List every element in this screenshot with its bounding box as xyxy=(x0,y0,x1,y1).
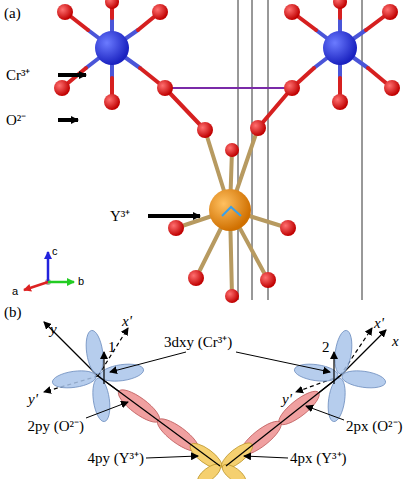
orbital-label: 4px (Y³⁺) xyxy=(290,451,347,466)
ion-label: Cr³⁺ xyxy=(6,68,31,83)
panel-letter: (b) xyxy=(4,305,22,320)
ion-label: Y³⁺ xyxy=(110,209,130,224)
axis-name: y xyxy=(50,322,57,337)
axis-letter: a xyxy=(12,286,18,297)
axis-name: x' xyxy=(122,314,132,329)
ion-label: O²⁻ xyxy=(6,113,26,128)
axis-name: y' xyxy=(282,392,292,407)
panel-letter: (a) xyxy=(4,6,21,21)
axis-name: y' xyxy=(28,392,38,407)
orbital-label: 4py (Y³⁺) xyxy=(87,451,144,466)
callout-number: 2 xyxy=(322,340,330,355)
axis-letter: c xyxy=(52,246,58,257)
axis-name: x xyxy=(392,334,399,349)
callout-number: 1 xyxy=(108,340,116,355)
axis-letter: b xyxy=(78,276,84,287)
orbital-label: 2py (O²⁻) xyxy=(27,419,84,434)
orbital-label: 3dxy (Cr³⁺) xyxy=(164,335,232,350)
axis-name: x' xyxy=(374,316,384,331)
orbital-label: 2px (O²⁻) xyxy=(346,419,403,434)
